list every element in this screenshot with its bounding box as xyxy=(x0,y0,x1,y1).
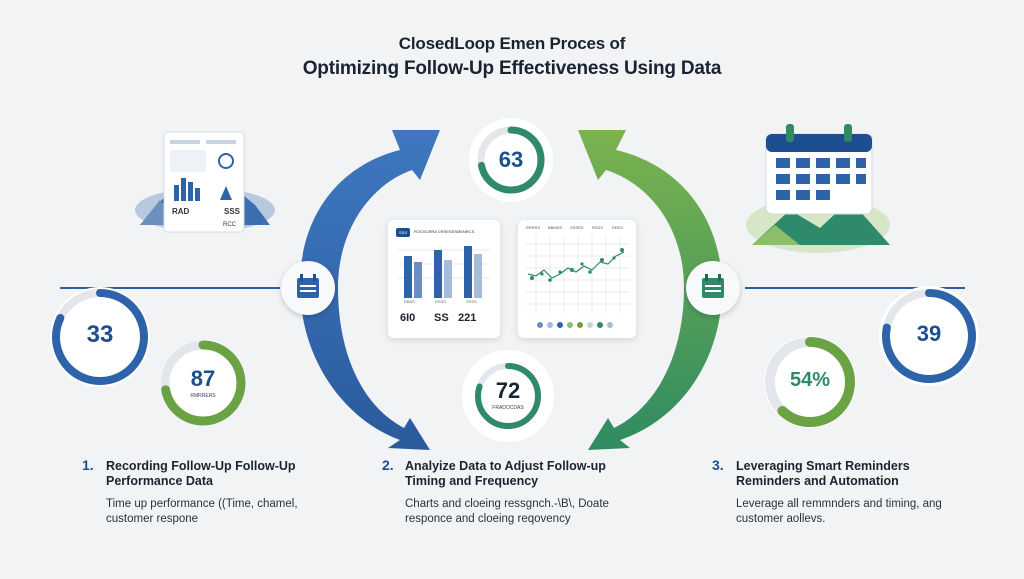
scatter-trend-line xyxy=(527,251,625,279)
step-3-title-line-2: Reminders and Automation xyxy=(736,474,899,488)
step-2-desc-line-2: responce and cloeing reqovency xyxy=(405,513,571,525)
dial-right-outer-arc xyxy=(882,289,976,383)
scatter-header-1: RRRSS xyxy=(526,225,541,230)
dial-left-inner-arc xyxy=(160,340,246,426)
title-line-1: ClosedLoop Emen Proces of xyxy=(398,34,626,53)
step-2-desc-line-1: Charts and cloeing ressgnch.-\B\, Doate xyxy=(405,498,609,510)
dial-right-outer-value: 39 xyxy=(916,321,942,346)
scatter-legend-dots xyxy=(537,322,613,328)
dial-left-inner-value: 87 xyxy=(190,366,216,391)
bar-label-3: SSSS xyxy=(466,299,477,304)
tablet-label-1: RAD xyxy=(172,207,190,216)
bar-card-heading: ROCSCRRA CRSESSSMENRCS xyxy=(414,229,475,234)
calendar-icon xyxy=(297,274,319,298)
dial-bottom-center-value: 72 xyxy=(495,378,521,403)
dial-bottom-center-arc xyxy=(475,363,541,429)
bar-label-2: RSSS xyxy=(435,299,446,304)
dial-right-inner: 54% xyxy=(758,333,862,431)
dial-bottom-center-sub: FRADOCDAS xyxy=(492,405,524,411)
step-2-title-line-2: Timing and Frequency xyxy=(405,474,539,488)
step-1-number: 1. xyxy=(82,457,94,473)
calendar-icon xyxy=(765,124,873,215)
dial-left-outer: 33 xyxy=(44,283,156,391)
dial-left-outer-value: 33 xyxy=(86,321,114,348)
step-3-number: 3. xyxy=(712,457,724,473)
dial-top-center-value: 63 xyxy=(498,147,524,172)
left-tablet-mock xyxy=(163,131,245,233)
left-calendar-badge xyxy=(281,261,335,315)
green-arc-arrow xyxy=(578,130,722,450)
step-3-desc-line-1: Leverage all remmnders and timing, ang xyxy=(736,498,942,510)
blue-arc-arrow xyxy=(300,130,440,450)
dial-right-inner-arc xyxy=(765,337,855,427)
bar-1a xyxy=(404,256,412,298)
scatter-plot xyxy=(526,234,630,314)
step-3-title-line-1: Leveraging Smart Reminders xyxy=(736,459,910,473)
step-1-title-line-1: Recording Follow-Up Follow-Up xyxy=(106,459,296,473)
dial-left-outer-arc xyxy=(52,289,148,385)
scatter-header-2: BBMSS xyxy=(548,225,563,230)
dial-right-inner-value: 54% xyxy=(789,369,831,391)
scatter-header-5: REES xyxy=(612,225,623,230)
dial-top-center-arc xyxy=(477,126,545,194)
scatter-chart-card: RRRSS BBMSS SSSRS RSSS REES xyxy=(518,220,636,338)
step-2-number: 2. xyxy=(382,457,394,473)
title-line-2: Optimizing Follow-Up Effectiveness Using… xyxy=(302,58,722,79)
bar-2a xyxy=(434,250,442,298)
dial-right-outer: 39 xyxy=(874,283,984,389)
bar-2b xyxy=(444,260,452,298)
title-block: ClosedLoop Emen Proces of Optimizing Fol… xyxy=(0,34,1024,80)
bar-3b xyxy=(474,254,482,298)
bar-label-1: RBAS xyxy=(404,299,415,304)
dial-left-inner: 87 RMRRERS xyxy=(155,338,251,428)
bar-1b xyxy=(414,262,422,298)
bar-3a xyxy=(464,246,472,298)
scatter-header-4: RSSS xyxy=(592,225,603,230)
right-calendar-badge xyxy=(686,261,740,315)
tablet-label-2: SSS xyxy=(224,207,241,216)
bar-card-badge: SSS xyxy=(396,228,410,237)
step-3-desc-line-2: customer aollevs. xyxy=(736,513,826,525)
step-1-desc-line-1: Time up performance ((Time, chamel, xyxy=(106,498,298,510)
bar-card-bars xyxy=(398,246,490,298)
tablet-gauge-icon xyxy=(218,153,234,169)
bar-value-3: 221 xyxy=(458,312,477,324)
bar-value-2: SS xyxy=(434,312,449,324)
step-1-title-line-2: Performance Data xyxy=(106,474,213,488)
scatter-header-3: SSSRS xyxy=(570,225,584,230)
tablet-label-3: RCC xyxy=(223,222,236,228)
dial-bottom-center: 72 FRADOCDAS xyxy=(460,348,556,444)
dial-left-inner-sub: RMRRERS xyxy=(190,393,216,399)
step-2-title-line-1: Analyize Data to Adjust Follow-up xyxy=(405,459,606,473)
dial-top-center: 63 xyxy=(466,115,556,205)
step-1-desc-line-2: customer respone xyxy=(106,513,199,525)
bar-value-1: 6I0 xyxy=(400,312,416,324)
calendar-icon xyxy=(702,274,724,298)
bar-chart-card: SSS ROCSCRRA CRSESSSMENRCS RBAS RSSS SSS… xyxy=(388,220,500,338)
